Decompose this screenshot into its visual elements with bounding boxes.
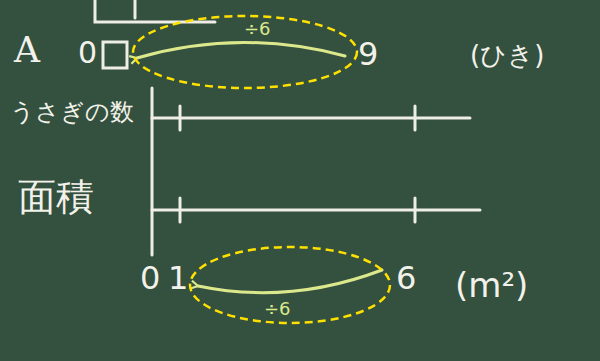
- line-title: うさぎの数: [10, 100, 134, 124]
- tick-mark: [180, 106, 415, 130]
- highlight-ellipse: [133, 16, 357, 88]
- divide-arrow: [198, 270, 382, 293]
- partial-box: [134, 0, 137, 18]
- line-title: 面積: [18, 178, 94, 216]
- section-letter: A: [14, 32, 40, 68]
- number-line: [152, 209, 480, 212]
- operation-label: ÷6: [244, 20, 271, 38]
- blank-square: [103, 42, 127, 68]
- unit-label: (m²): [455, 268, 528, 302]
- tick-mark: [180, 198, 415, 222]
- number-value: 1: [168, 262, 188, 294]
- axis-line: [151, 88, 154, 255]
- chalk-lines: [95, 0, 480, 255]
- number-line: [152, 117, 470, 120]
- number-value: 0: [78, 38, 97, 68]
- highlight-ellipse: [190, 247, 390, 323]
- highlight-ellipses: [133, 16, 390, 323]
- partial-box: [95, 0, 215, 22]
- number-value: 0: [140, 262, 160, 294]
- number-value: 9: [358, 38, 378, 70]
- unit-label: (ひき): [470, 42, 544, 68]
- divide-arrow: [137, 42, 345, 58]
- number-value: 6: [396, 262, 416, 294]
- operation-label: ÷6: [264, 300, 291, 318]
